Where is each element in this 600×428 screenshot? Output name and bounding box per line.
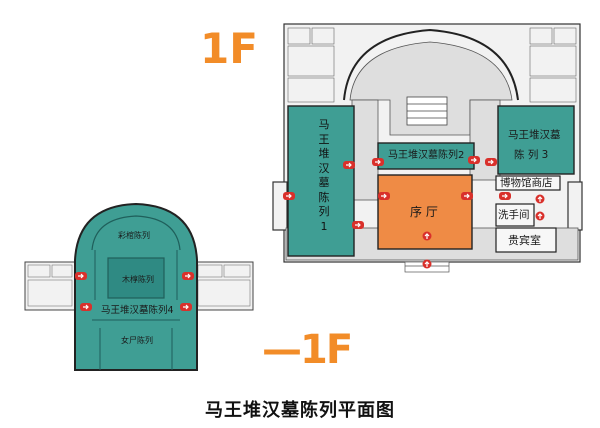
- painted-coffin-label: 彩棺陈列: [118, 231, 150, 240]
- restroom-label: 洗手间: [498, 209, 530, 221]
- museum-shop-label: 博物馆商店: [500, 177, 553, 189]
- direction-arrow-icon: [460, 191, 474, 201]
- direction-arrow-icon: [179, 302, 193, 312]
- exhibit-hall-3-label-line2: 陈 列 3: [514, 149, 549, 161]
- exhibit-hall-1-char: 1: [320, 219, 328, 233]
- exhibit-hall-1-char: 墓: [318, 176, 330, 189]
- wooden-chamber-label: 木椁陈列: [122, 275, 154, 284]
- restroom-icon: [534, 193, 546, 205]
- direction-arrow-icon: [181, 271, 195, 281]
- direction-arrow-icon: [79, 302, 93, 312]
- upper-small-rooms: [287, 27, 577, 103]
- direction-arrow-icon: [498, 191, 512, 201]
- exhibit-hall-1-char: 汉: [318, 161, 330, 175]
- wooden-chamber-exhibit[interactable]: [107, 257, 165, 299]
- lower-coffin-arc: [91, 215, 181, 251]
- direction-arrow-icon: [421, 258, 433, 270]
- vip-room-label: 贵宾室: [508, 234, 541, 247]
- upper-dome-arc: [343, 28, 519, 101]
- direction-arrow-icon: [371, 157, 385, 167]
- lobby-label: 序 厅: [410, 205, 438, 219]
- exhibit-hall-1-char: 列: [318, 205, 330, 218]
- exhibit-hall-3-label-line1: 马王堆汉墓: [508, 129, 561, 141]
- direction-arrow-icon: [351, 220, 365, 230]
- map-title: 马王堆汉墓陈列平面图: [205, 400, 395, 421]
- floor-tag-b1f: —1F: [262, 327, 353, 373]
- exhibit-hall-1-label: 马 王 堆 汉 墓 陈 列 1: [314, 118, 334, 234]
- direction-arrow-icon: [467, 155, 481, 165]
- exhibit-hall-3[interactable]: [497, 105, 575, 175]
- exhibit-hall-1-char: 堆: [318, 147, 330, 160]
- exhibit-hall-4-label: 马王堆汉墓陈列4: [101, 305, 174, 316]
- direction-arrow-icon: [421, 230, 433, 242]
- upper-central-stairs: [406, 96, 448, 126]
- exhibit-hall-1-char: 王: [318, 132, 330, 146]
- upper-service-rooms: [495, 175, 561, 253]
- direction-arrow-icon: [484, 157, 498, 167]
- lower-interior-lines: [92, 250, 180, 370]
- direction-arrow-icon: [342, 160, 356, 170]
- exhibit-hall-1-char: 陈: [318, 190, 330, 204]
- exhibit-hall-2[interactable]: [377, 142, 475, 170]
- exhibit-hall-2-label: 马王堆汉墓陈列2: [388, 150, 465, 161]
- elevator-icon: [534, 210, 546, 222]
- corpse-exhibit-label: 女尸陈列: [121, 336, 153, 345]
- direction-arrow-icon: [377, 191, 391, 201]
- direction-arrow-icon: [282, 191, 296, 201]
- direction-arrow-icon: [74, 271, 88, 281]
- exhibit-hall-1[interactable]: [287, 105, 355, 257]
- floor-tag-1f: 1F: [200, 24, 258, 73]
- exhibit-hall-1-char: 马: [318, 118, 330, 131]
